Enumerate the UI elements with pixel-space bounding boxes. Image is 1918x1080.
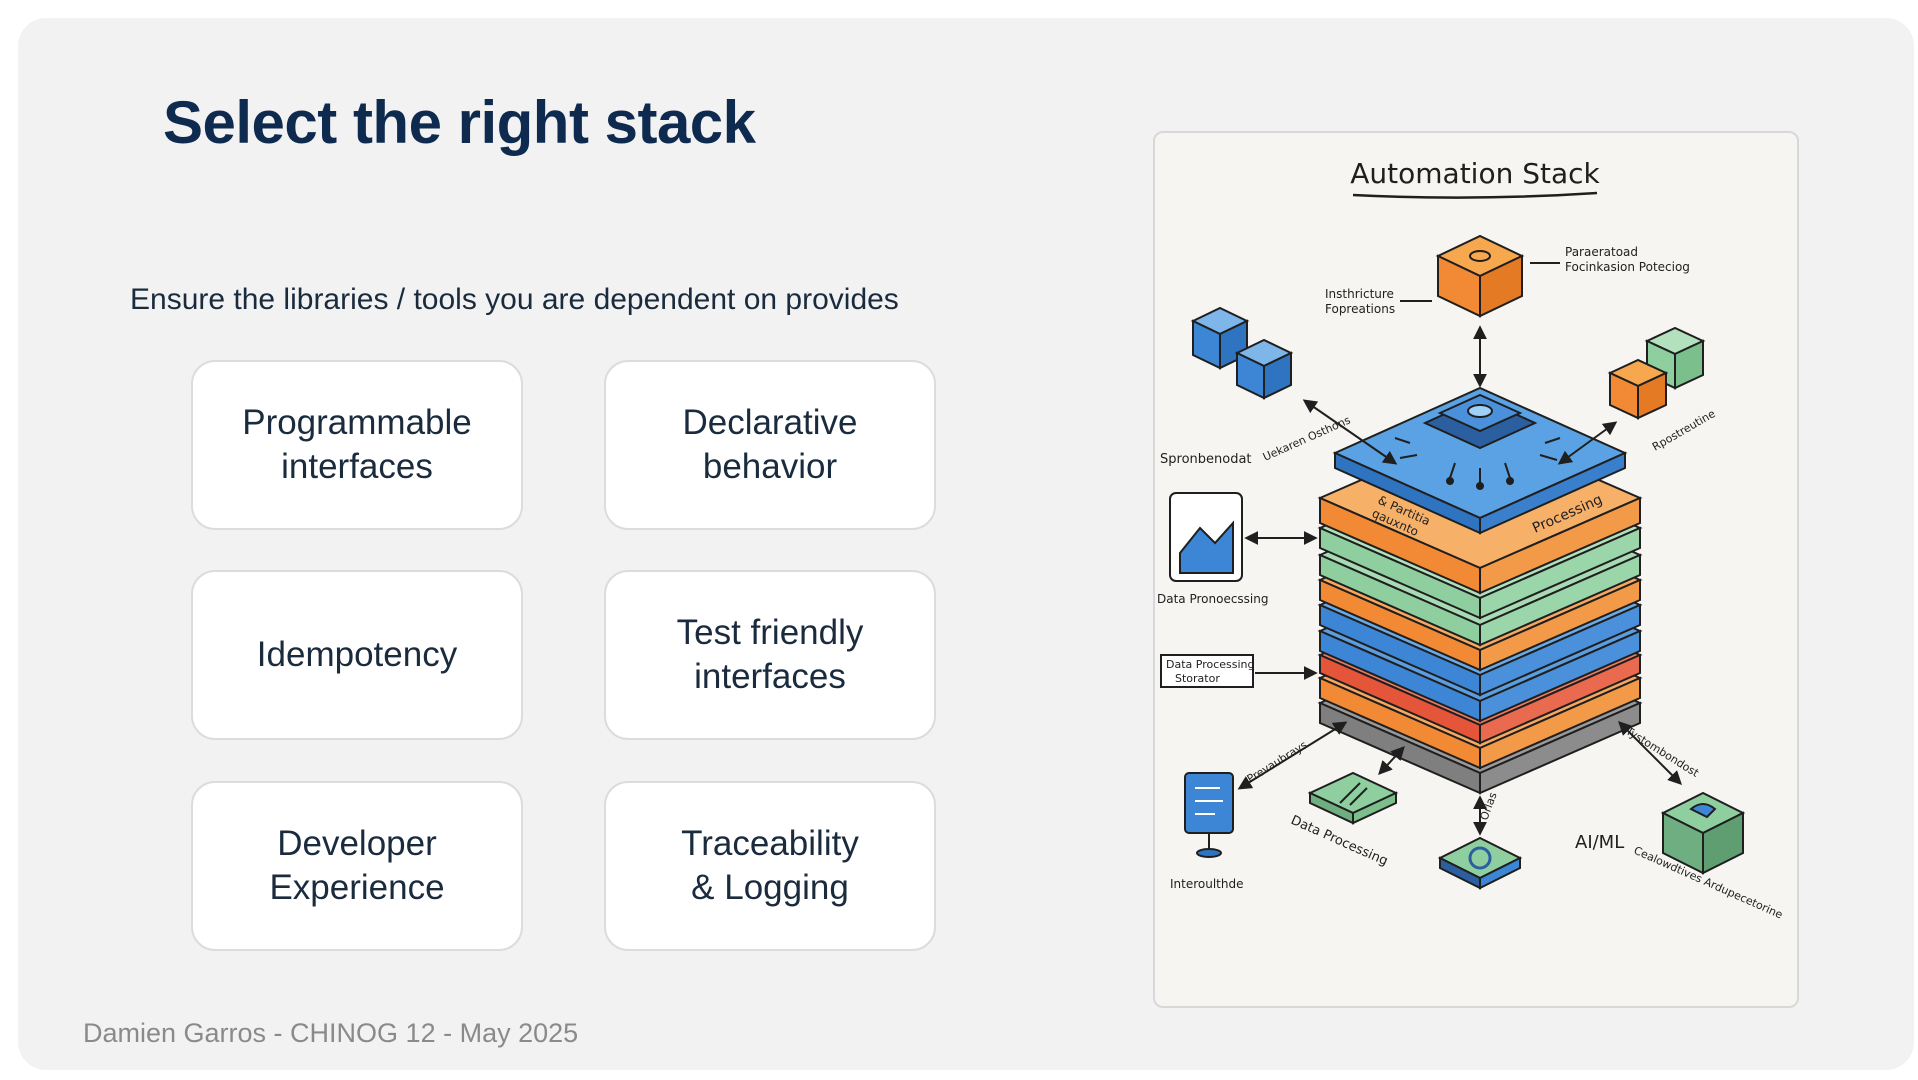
bottom-left-icon [1184,772,1234,858]
card-declarative-behavior: Declarative behavior [604,360,936,530]
label-data-processing-box-1: Data Processing [1166,658,1255,671]
page-title: Select the right stack [163,89,756,156]
layer-blue-top [1332,386,1628,535]
label-bottom-data-processing: Data Processing [1288,813,1390,869]
title-underline [1352,191,1598,199]
footer-credit: Damien Garros - CHINOG 12 - May 2025 [83,1018,579,1048]
data-processing-box [1160,654,1254,688]
label-top-left-2: Fopreations [1325,302,1395,316]
label-left-cubes: Spronbenodat [1160,452,1252,467]
label-center-arrow: Orlas [1478,790,1500,822]
label-right-arrow: Tystombondost [1623,724,1702,780]
data-processing-icon [1169,492,1243,582]
label-ai-ml: AI/ML [1575,832,1624,853]
top-orange-cube [1435,234,1525,318]
subtitle: Ensure the libraries / tools you are dep… [130,283,899,316]
label-data-processing-box-2: Storator [1175,672,1220,685]
card-developer-experience: Developer Experience [191,781,523,951]
left-cubes-arrow [1302,399,1398,465]
card-label: Traceability & Logging [681,824,859,907]
card-label: Declarative behavior [682,403,858,486]
card-label: Test friendly interfaces [676,613,864,696]
card-traceability-logging: Traceability & Logging [604,781,936,951]
label-top-left-1: Insthricture [1325,287,1394,301]
label-top-right-2: Focinkasion Poteciog [1565,260,1690,274]
ai-ml-cube [1660,791,1746,875]
bottom-green-arrow [1378,745,1405,776]
card-test-friendly-interfaces: Test friendly interfaces [604,570,936,740]
slide: Select the right stack Ensure the librar… [18,18,1914,1070]
bottom-center-icon [1437,836,1523,890]
left-blue-cubes [1190,306,1294,400]
right-bottom-arrow [1618,721,1682,785]
card-label: Programmable interfaces [242,403,472,486]
card-programmable-interfaces: Programmable interfaces [191,360,523,530]
bottom-left-arrow [1237,721,1348,790]
stack-layers [1317,386,1643,795]
chip-icon [1394,393,1561,490]
right-cubes-arrow [1557,421,1618,465]
card-idempotency: Idempotency [191,570,523,740]
illustration-title: Automation Stack [1350,157,1600,190]
label-bottom-left-arrow: Prevaubrays [1245,738,1310,785]
card-label: Idempotency [256,635,458,674]
automation-stack-svg: Automation Stack [1157,157,1785,922]
bottom-green-tile [1307,771,1399,825]
card-label: Developer Experience [269,824,445,907]
automation-stack-illustration: Automation Stack [1153,131,1799,1008]
label-right-cubes: Rpostreutine [1650,407,1718,454]
label-data-processing-icon: Data Pronoecssing [1157,592,1269,606]
label-top-right-1: Paraeratoad [1565,245,1638,259]
right-cubes [1607,326,1706,420]
label-bottom-left-icon: Interoulthde [1170,877,1244,891]
